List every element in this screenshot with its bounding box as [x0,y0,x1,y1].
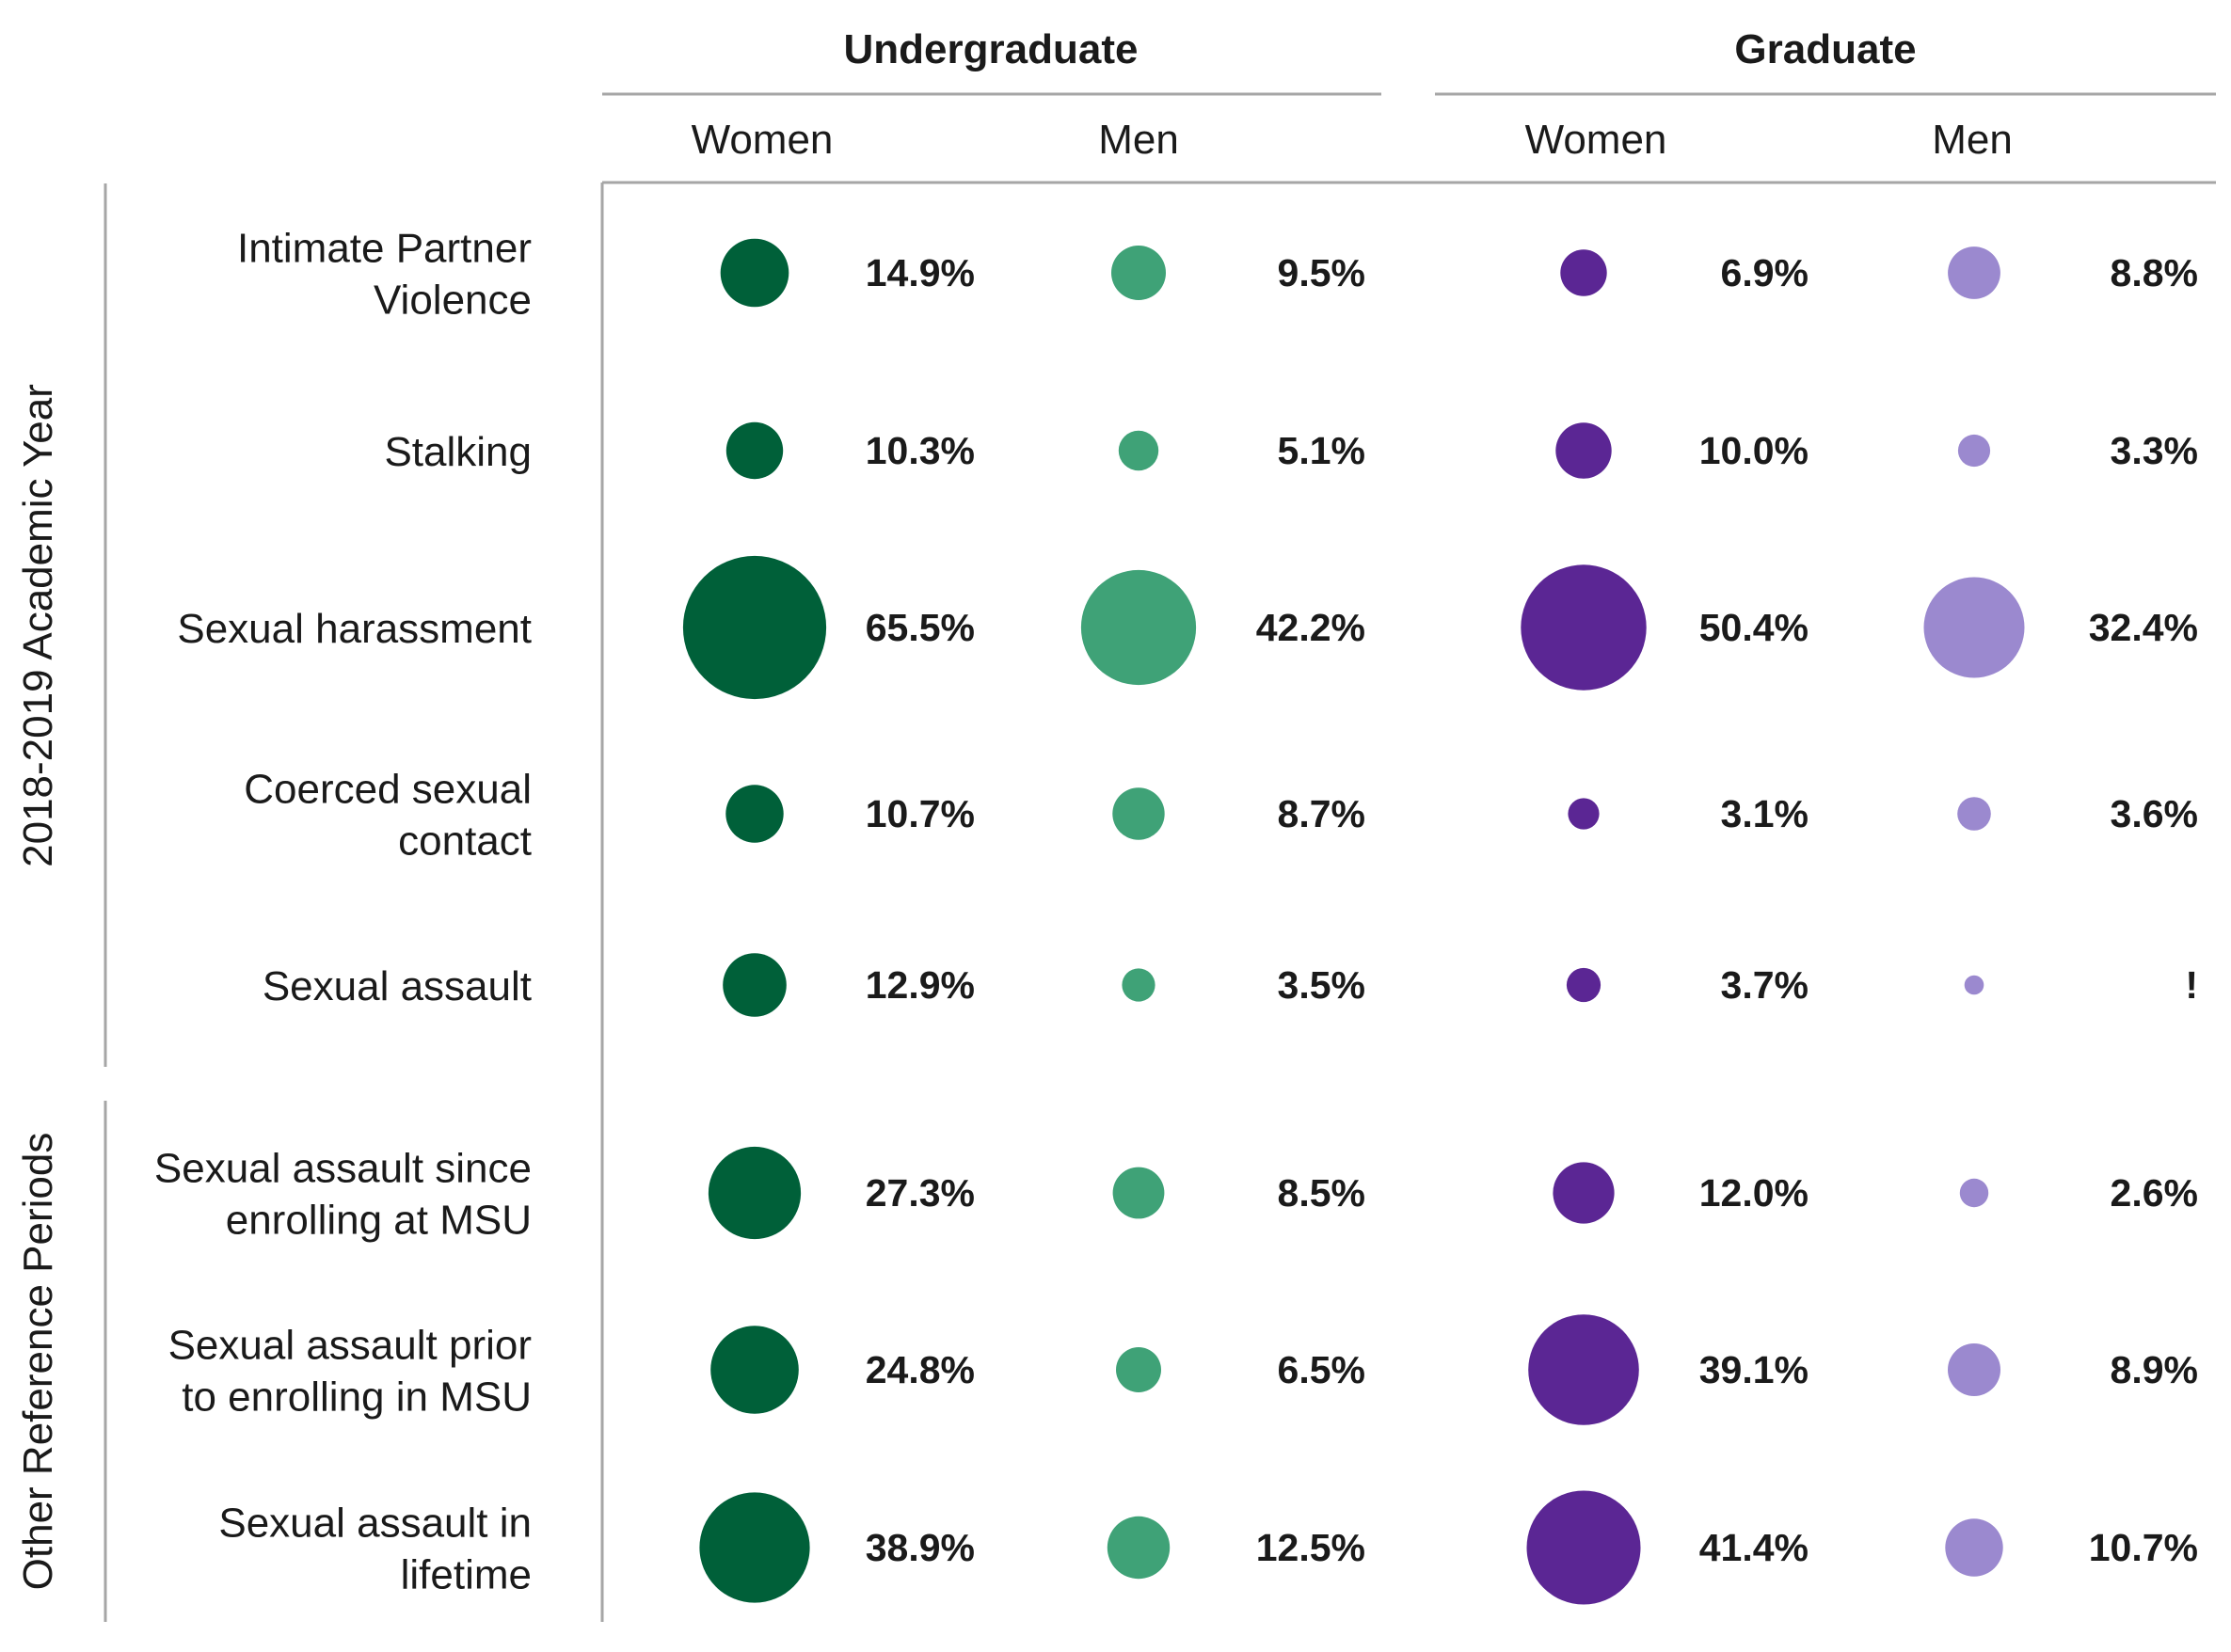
row-label: Sexual harassment [177,606,532,652]
value-label: 8.8% [2111,251,2198,294]
value-label: 42.2% [1256,606,1365,649]
bubble-marker [720,238,789,308]
value-label: 12.5% [1256,1526,1365,1569]
bubble-marker [1553,1162,1615,1224]
bubble-marker [723,953,787,1017]
row-label: to enrolling in MSU [182,1374,532,1421]
bubble-marker [1957,797,1991,831]
value-label: 6.9% [1721,251,1809,294]
row-label: Sexual assault since [154,1146,532,1192]
value-label: 50.4% [1699,606,1809,649]
value-label: 3.5% [1278,963,1365,1007]
bubble-marker [1923,577,2025,678]
bubble-marker [1526,1490,1641,1605]
value-label: 12.0% [1699,1171,1809,1215]
bubble-marker [1948,246,2000,299]
subgroup-header-undergraduate-women: Women [692,117,834,163]
row-label: enrolling at MSU [226,1198,532,1244]
bubble-marker [1112,787,1165,840]
value-label: 8.9% [2111,1348,2198,1391]
bubble-marker [1116,1347,1161,1392]
value-label: 5.1% [1278,429,1365,472]
value-label: 10.3% [866,429,975,472]
row-label: Violence [374,278,532,324]
value-label: 3.7% [1721,963,1809,1007]
row-label: Coerced sexual [244,767,532,813]
row-label: contact [398,818,532,865]
value-label: 65.5% [866,606,975,649]
bubble-marker [1080,569,1197,686]
bubble-marker [1957,434,1991,468]
value-label: 8.5% [1278,1171,1365,1215]
value-label: 6.5% [1278,1348,1365,1391]
value-label: 10.0% [1699,429,1809,472]
value-label: 9.5% [1278,251,1365,294]
bubble-marker [1964,975,1984,995]
bubble-marker [1122,968,1155,1002]
bubble-marker [708,1146,802,1240]
value-label: 10.7% [866,792,975,835]
bubble-marker [1568,798,1600,830]
bubble-marker [1555,422,1612,479]
period-label: Other Reference Periods [15,1133,61,1591]
value-label: 14.9% [866,251,975,294]
row-label: Intimate Partner [237,226,532,272]
subgroup-header-graduate-men: Men [1932,117,2013,163]
subgroup-header-undergraduate-men: Men [1098,117,1179,163]
value-label: 8.7% [1278,792,1365,835]
row-label: Stalking [384,429,532,475]
value-label: 24.8% [866,1348,975,1391]
bubble-marker [1948,1343,2000,1396]
subgroup-header-graduate-women: Women [1525,117,1667,163]
value-label: 38.9% [866,1526,975,1569]
bubble-marker [1566,967,1602,1003]
period-label: 2018-2019 Academic Year [15,384,61,867]
value-label: 12.9% [866,963,975,1007]
row-label: lifetime [401,1552,532,1598]
row-label: Sexual assault [263,963,532,1009]
bubble-marker [725,785,784,843]
bubble-marker [682,555,827,700]
bubble-marker [699,1492,810,1603]
bubble-marker [1560,249,1607,296]
value-label: 2.6% [2111,1171,2198,1215]
bubble-marker [1111,246,1166,300]
bubble-marker [1528,1314,1639,1425]
value-label: ! [2185,963,2198,1007]
value-label: 32.4% [2089,606,2198,649]
value-label: 3.1% [1721,792,1809,835]
value-label: 3.6% [2111,792,2198,835]
bubble-marker [1118,430,1159,471]
bubble-marker [1521,564,1647,691]
value-label: 10.7% [2089,1526,2198,1569]
bubble-marker [1959,1178,1989,1208]
bubble-marker [725,421,784,480]
value-label: 41.4% [1699,1526,1809,1569]
group-header-graduate: Graduate [1734,26,1916,72]
value-label: 3.3% [2111,429,2198,472]
bubble-marker [710,1326,799,1414]
bubble-marker [1112,1167,1165,1219]
bubble-marker [1107,1516,1171,1580]
group-header-undergraduate: Undergraduate [844,26,1139,72]
value-label: 27.3% [866,1171,975,1215]
bubble-marker [1945,1518,2003,1577]
value-label: 39.1% [1699,1348,1809,1391]
row-label: Sexual assault in [218,1501,532,1547]
row-label: Sexual assault prior [168,1323,532,1369]
